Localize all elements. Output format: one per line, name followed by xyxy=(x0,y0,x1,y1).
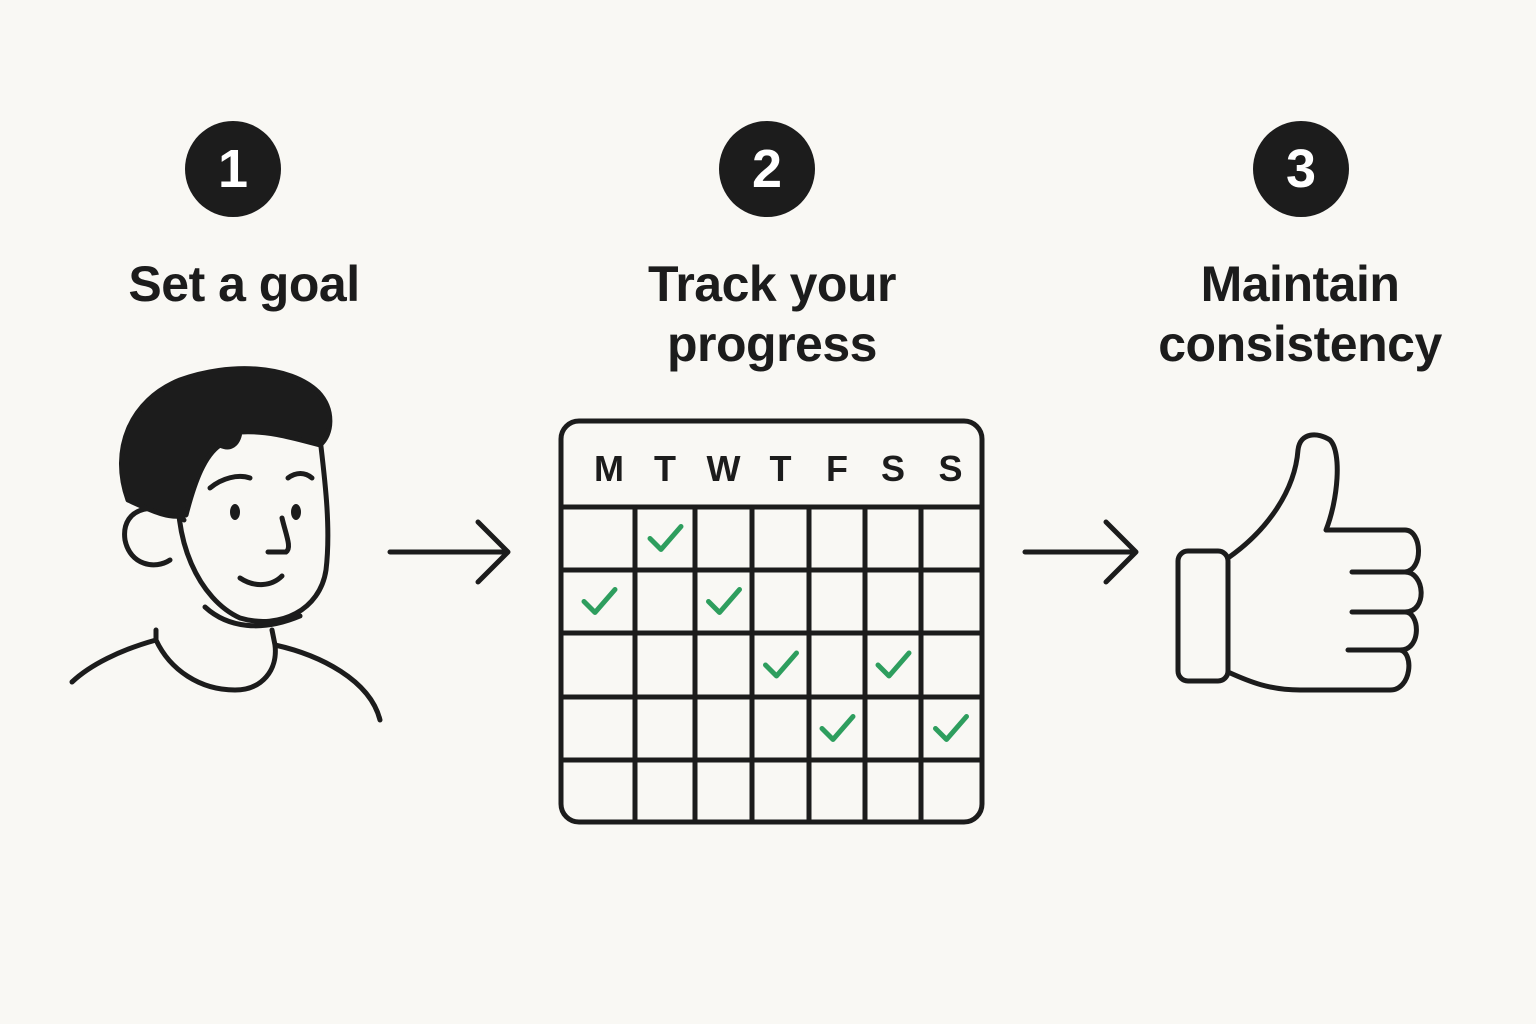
calendar-day-label: F xyxy=(826,448,848,489)
calendar-day-label: S xyxy=(938,448,962,489)
step-2-title-line: Track your xyxy=(648,256,896,312)
step-1-title-line: Set a goal xyxy=(128,256,360,312)
calendar-day-label: M xyxy=(594,448,624,489)
check-mark-icon xyxy=(647,524,684,552)
person-icon xyxy=(69,366,383,723)
step-1-title: Set a goal xyxy=(44,254,444,314)
check-mark-icon xyxy=(875,650,912,679)
step-2-title: Track your progress xyxy=(572,254,972,374)
arrow-icon xyxy=(387,519,511,585)
thumbs-up-icon xyxy=(1175,432,1424,693)
check-mark-icon xyxy=(819,714,856,742)
step-2-title-line: progress xyxy=(667,316,877,372)
arrow-icon xyxy=(1022,519,1139,585)
calendar-day-label: T xyxy=(654,448,676,489)
check-mark-icon xyxy=(581,587,618,615)
calendar-day-label: W xyxy=(707,448,741,489)
step-3-badge: 3 xyxy=(1253,121,1349,217)
step-3-title-line: Maintain xyxy=(1200,256,1400,312)
calendar-day-label: T xyxy=(770,448,792,489)
calendar-frame xyxy=(558,418,985,825)
step-1-badge: 1 xyxy=(185,121,281,217)
calendar-day-label: S xyxy=(881,448,905,489)
step-3-title: Maintain consistency xyxy=(1100,254,1500,374)
check-mark-icon xyxy=(933,714,969,742)
step-3-title-line: consistency xyxy=(1158,316,1442,372)
check-mark-icon xyxy=(763,650,799,679)
check-mark-icon xyxy=(706,587,742,615)
step-2-badge: 2 xyxy=(719,121,815,217)
